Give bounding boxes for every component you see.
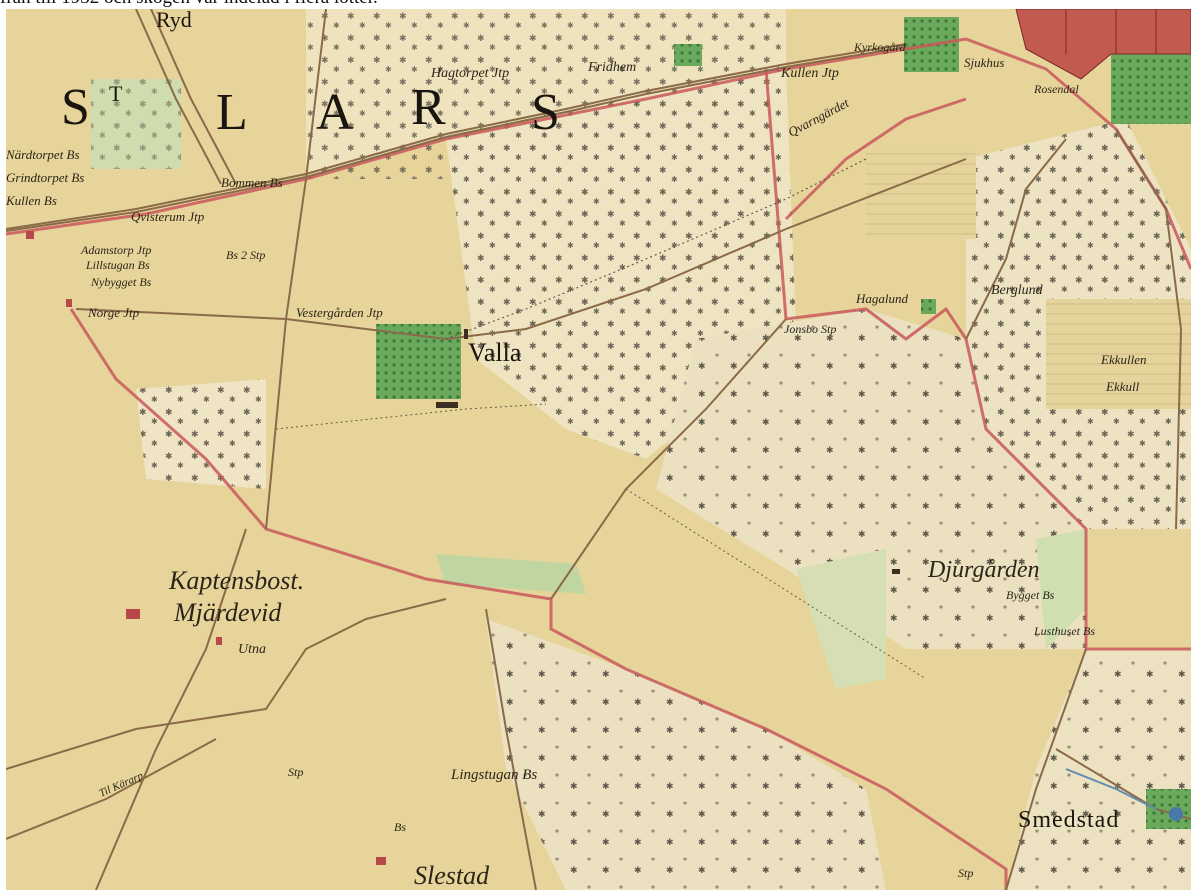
town-garden-east: [1111, 54, 1191, 124]
parish-letter-a: A: [316, 84, 354, 141]
label-grindtorpet: Grindtorpet Bs: [6, 170, 84, 185]
label-kyrkogard: Kyrkogård: [853, 40, 907, 54]
field-hatched-east: [1046, 299, 1191, 409]
label-vestergarden: Vestergården Jtp: [296, 305, 383, 320]
field-line-dotted: [275, 403, 547, 430]
label-qvisterum: Qvisterum Jtp: [131, 209, 205, 224]
label-ekkullen: Ekkullen: [1100, 352, 1146, 367]
label-valla: Valla: [468, 338, 522, 367]
label-mjardevid: Mjärdevid: [173, 598, 282, 627]
label-bs-slestad: Bs: [394, 820, 406, 834]
label-lingstugan: Lingstugan Bs: [450, 767, 537, 783]
label-hagtorpet: Hagtorpet Jtp: [430, 66, 509, 81]
label-bygget: Bygget Bs: [1006, 588, 1055, 602]
roads: [6, 9, 1191, 890]
parish-letter-s2: S: [531, 84, 560, 141]
meadow-djurgarden: [796, 549, 886, 689]
field-hatched-ne: [866, 149, 976, 239]
label-stp-left: Stp: [288, 765, 303, 779]
label-norge: Norge Jtp: [87, 305, 140, 320]
parish-boundaries: [6, 37, 1191, 890]
label-ryd: Ryd: [156, 9, 192, 32]
town-block: [1016, 9, 1191, 79]
label-berglund: Berglund: [991, 283, 1044, 298]
stream: [1065, 768, 1157, 810]
parish-letter-l: L: [216, 84, 248, 141]
label-kaptensbost: Kaptensbost.: [168, 566, 304, 595]
label-adamstorp: Adamstorp Jtp: [80, 243, 151, 257]
label-rosendal: Rosendal: [1033, 82, 1079, 96]
pond: [1169, 807, 1183, 821]
label-ekkull: Ekkull: [1105, 379, 1140, 394]
meadow-strip: [436, 554, 586, 594]
label-slestad: Slestad: [414, 861, 490, 890]
label-smedstad: Smedstad: [1018, 807, 1119, 833]
label-kullen-jtp: Kullen Jtp: [780, 66, 839, 81]
label-sjukhus: Sjukhus: [964, 55, 1004, 70]
label-djurgarden: Djurgården: [927, 557, 1040, 583]
building-markers: [26, 231, 900, 865]
label-bs-stp: Bs 2 Stp: [226, 248, 265, 262]
hagalund-garden: [921, 299, 936, 314]
meadow-east: [1036, 529, 1086, 649]
page-caption: från till 1932 och skogen var indelad i …: [0, 0, 1191, 9]
label-lillstugan: Lillstugan Bs: [85, 258, 150, 272]
railway-dotted: [445, 158, 867, 340]
label-nybygget: Nybygget Bs: [90, 275, 152, 289]
label-jonsbo: Jonsbo Stp: [784, 322, 836, 336]
label-kullen-bs: Kullen Bs: [6, 193, 57, 208]
label-hagalund: Hagalund: [855, 291, 909, 306]
parish-letter-r: R: [411, 79, 446, 136]
parish-letter-s: S: [61, 79, 90, 136]
fridhem-garden: [674, 44, 702, 66]
label-utna: Utna: [238, 642, 266, 657]
smedstad-garden: [1146, 789, 1191, 829]
label-bommen: Bommen Bs: [221, 175, 283, 190]
label-fridhem: Fridhem: [587, 60, 636, 75]
label-lusthuset: Lusthuset Bs: [1033, 624, 1095, 638]
parish-letter-t: T: [109, 81, 123, 106]
historical-map: ✱ ✱ ⁎ ✱: [6, 9, 1191, 890]
label-nardtorpet: Närdtorpet Bs: [6, 147, 80, 162]
label-stp-bottom: Stp: [958, 866, 973, 880]
